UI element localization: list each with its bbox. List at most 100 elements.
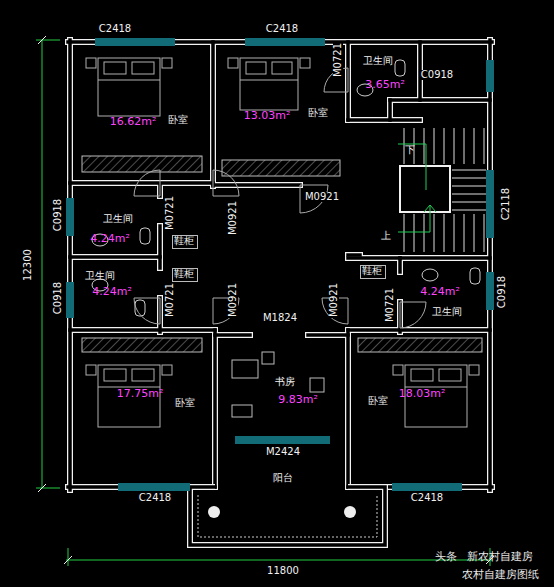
plan-stroke bbox=[67, 282, 68, 318]
plan-stroke bbox=[392, 488, 462, 489]
opening-code: C0918 bbox=[53, 281, 63, 315]
plan-stroke bbox=[345, 330, 351, 487]
plan-stroke bbox=[245, 39, 325, 40]
plan-stroke bbox=[493, 170, 494, 238]
plan-stroke bbox=[95, 41, 175, 42]
room: 阳台 bbox=[193, 443, 383, 538]
plan-stroke bbox=[491, 170, 492, 238]
plan-stroke bbox=[444, 128, 445, 164]
plan-stroke bbox=[67, 40, 73, 490]
plan-stroke bbox=[491, 60, 492, 92]
plan-stroke bbox=[69, 282, 70, 318]
plan-stroke bbox=[489, 272, 490, 310]
plan-stroke bbox=[68, 39, 492, 45]
toilet bbox=[135, 300, 145, 316]
plan-stroke bbox=[348, 328, 490, 332]
plan-stroke bbox=[245, 45, 325, 46]
plan-stroke bbox=[487, 60, 488, 92]
plan-stroke bbox=[208, 506, 220, 518]
plan-stroke bbox=[464, 214, 465, 252]
plan-stroke bbox=[486, 272, 494, 310]
area-label: 17.75m² bbox=[117, 388, 164, 399]
door-swing bbox=[213, 170, 239, 196]
plan-stroke bbox=[235, 437, 330, 438]
toilet bbox=[470, 268, 480, 284]
opening-code: C2118 bbox=[501, 187, 511, 221]
room-name: 卫生间 bbox=[103, 214, 133, 224]
plan-stroke bbox=[215, 332, 250, 338]
plan-stroke bbox=[392, 483, 462, 491]
window bbox=[95, 38, 175, 46]
plan-stroke bbox=[424, 214, 425, 252]
area-label: 4.24m² bbox=[90, 233, 130, 244]
plan-stroke bbox=[390, 98, 490, 102]
plan-stroke bbox=[411, 369, 433, 381]
chair bbox=[310, 378, 324, 392]
plan-stroke bbox=[414, 214, 415, 252]
plan-stroke bbox=[240, 58, 298, 110]
plan-stroke bbox=[272, 62, 292, 74]
room-name: 卧室 bbox=[308, 108, 328, 118]
plan-stroke bbox=[486, 60, 494, 92]
plan-stroke bbox=[400, 255, 490, 261]
plan-stroke bbox=[404, 214, 405, 252]
plan-stroke bbox=[439, 369, 461, 381]
plan-stroke bbox=[198, 495, 377, 537]
area-label: 18.03m² bbox=[399, 388, 446, 399]
window bbox=[392, 483, 462, 491]
plan-stroke bbox=[64, 556, 72, 564]
plan-stroke bbox=[132, 62, 154, 74]
plan-stroke bbox=[70, 255, 160, 259]
bed-symbol bbox=[86, 58, 172, 116]
plan-stroke bbox=[393, 365, 403, 375]
plan-stroke bbox=[444, 214, 445, 252]
plan-stroke bbox=[235, 443, 330, 444]
plan-stroke bbox=[434, 128, 435, 164]
watermark: 新农村自建房 bbox=[466, 551, 534, 562]
plan-stroke bbox=[484, 214, 485, 252]
toilet bbox=[395, 60, 405, 76]
bed-symbol bbox=[228, 58, 310, 110]
plan-stroke bbox=[215, 333, 250, 337]
door-swing bbox=[134, 298, 160, 324]
plan-stroke bbox=[70, 328, 215, 332]
plan-stroke bbox=[452, 202, 486, 203]
plan-stroke bbox=[464, 128, 465, 164]
room: 卫生间 4.24m² bbox=[73, 188, 158, 255]
room: 卫生间4.24m² bbox=[73, 260, 158, 328]
room: 卫生间3.65m² bbox=[351, 45, 418, 118]
wardrobe bbox=[82, 338, 202, 352]
plan-stroke bbox=[38, 36, 46, 44]
dimension-text: 11800 bbox=[266, 566, 300, 576]
plan-stroke bbox=[38, 484, 46, 492]
plan-stroke bbox=[489, 170, 490, 238]
plan-stroke bbox=[36, 488, 60, 489]
plan-stroke bbox=[452, 194, 486, 195]
plan-stroke bbox=[70, 181, 213, 185]
opening-code: C2418 bbox=[265, 24, 299, 34]
room: 下上 bbox=[352, 123, 488, 255]
plan-stroke bbox=[308, 333, 348, 337]
window bbox=[486, 60, 494, 92]
room-name: 卧室 bbox=[168, 115, 188, 125]
plan-stroke bbox=[454, 214, 455, 252]
plan-stroke bbox=[86, 365, 96, 375]
plan-stroke bbox=[162, 58, 172, 68]
plan-stroke bbox=[487, 272, 488, 310]
basin bbox=[422, 269, 438, 281]
opening-code: M0721 bbox=[333, 42, 343, 78]
bed-symbol bbox=[86, 365, 172, 427]
opening-code: M0721 bbox=[165, 195, 175, 231]
plan-stroke bbox=[348, 118, 420, 122]
dimension-line bbox=[36, 36, 494, 566]
plan-stroke bbox=[308, 332, 348, 338]
plan-stroke bbox=[348, 253, 360, 257]
plan-stroke bbox=[245, 41, 325, 42]
plan-stroke bbox=[400, 256, 490, 260]
plan-stroke bbox=[392, 490, 462, 491]
plan-stroke bbox=[211, 42, 215, 186]
window bbox=[66, 282, 74, 318]
plan-stroke bbox=[36, 40, 60, 41]
area-label: 13.03m² bbox=[244, 110, 291, 121]
